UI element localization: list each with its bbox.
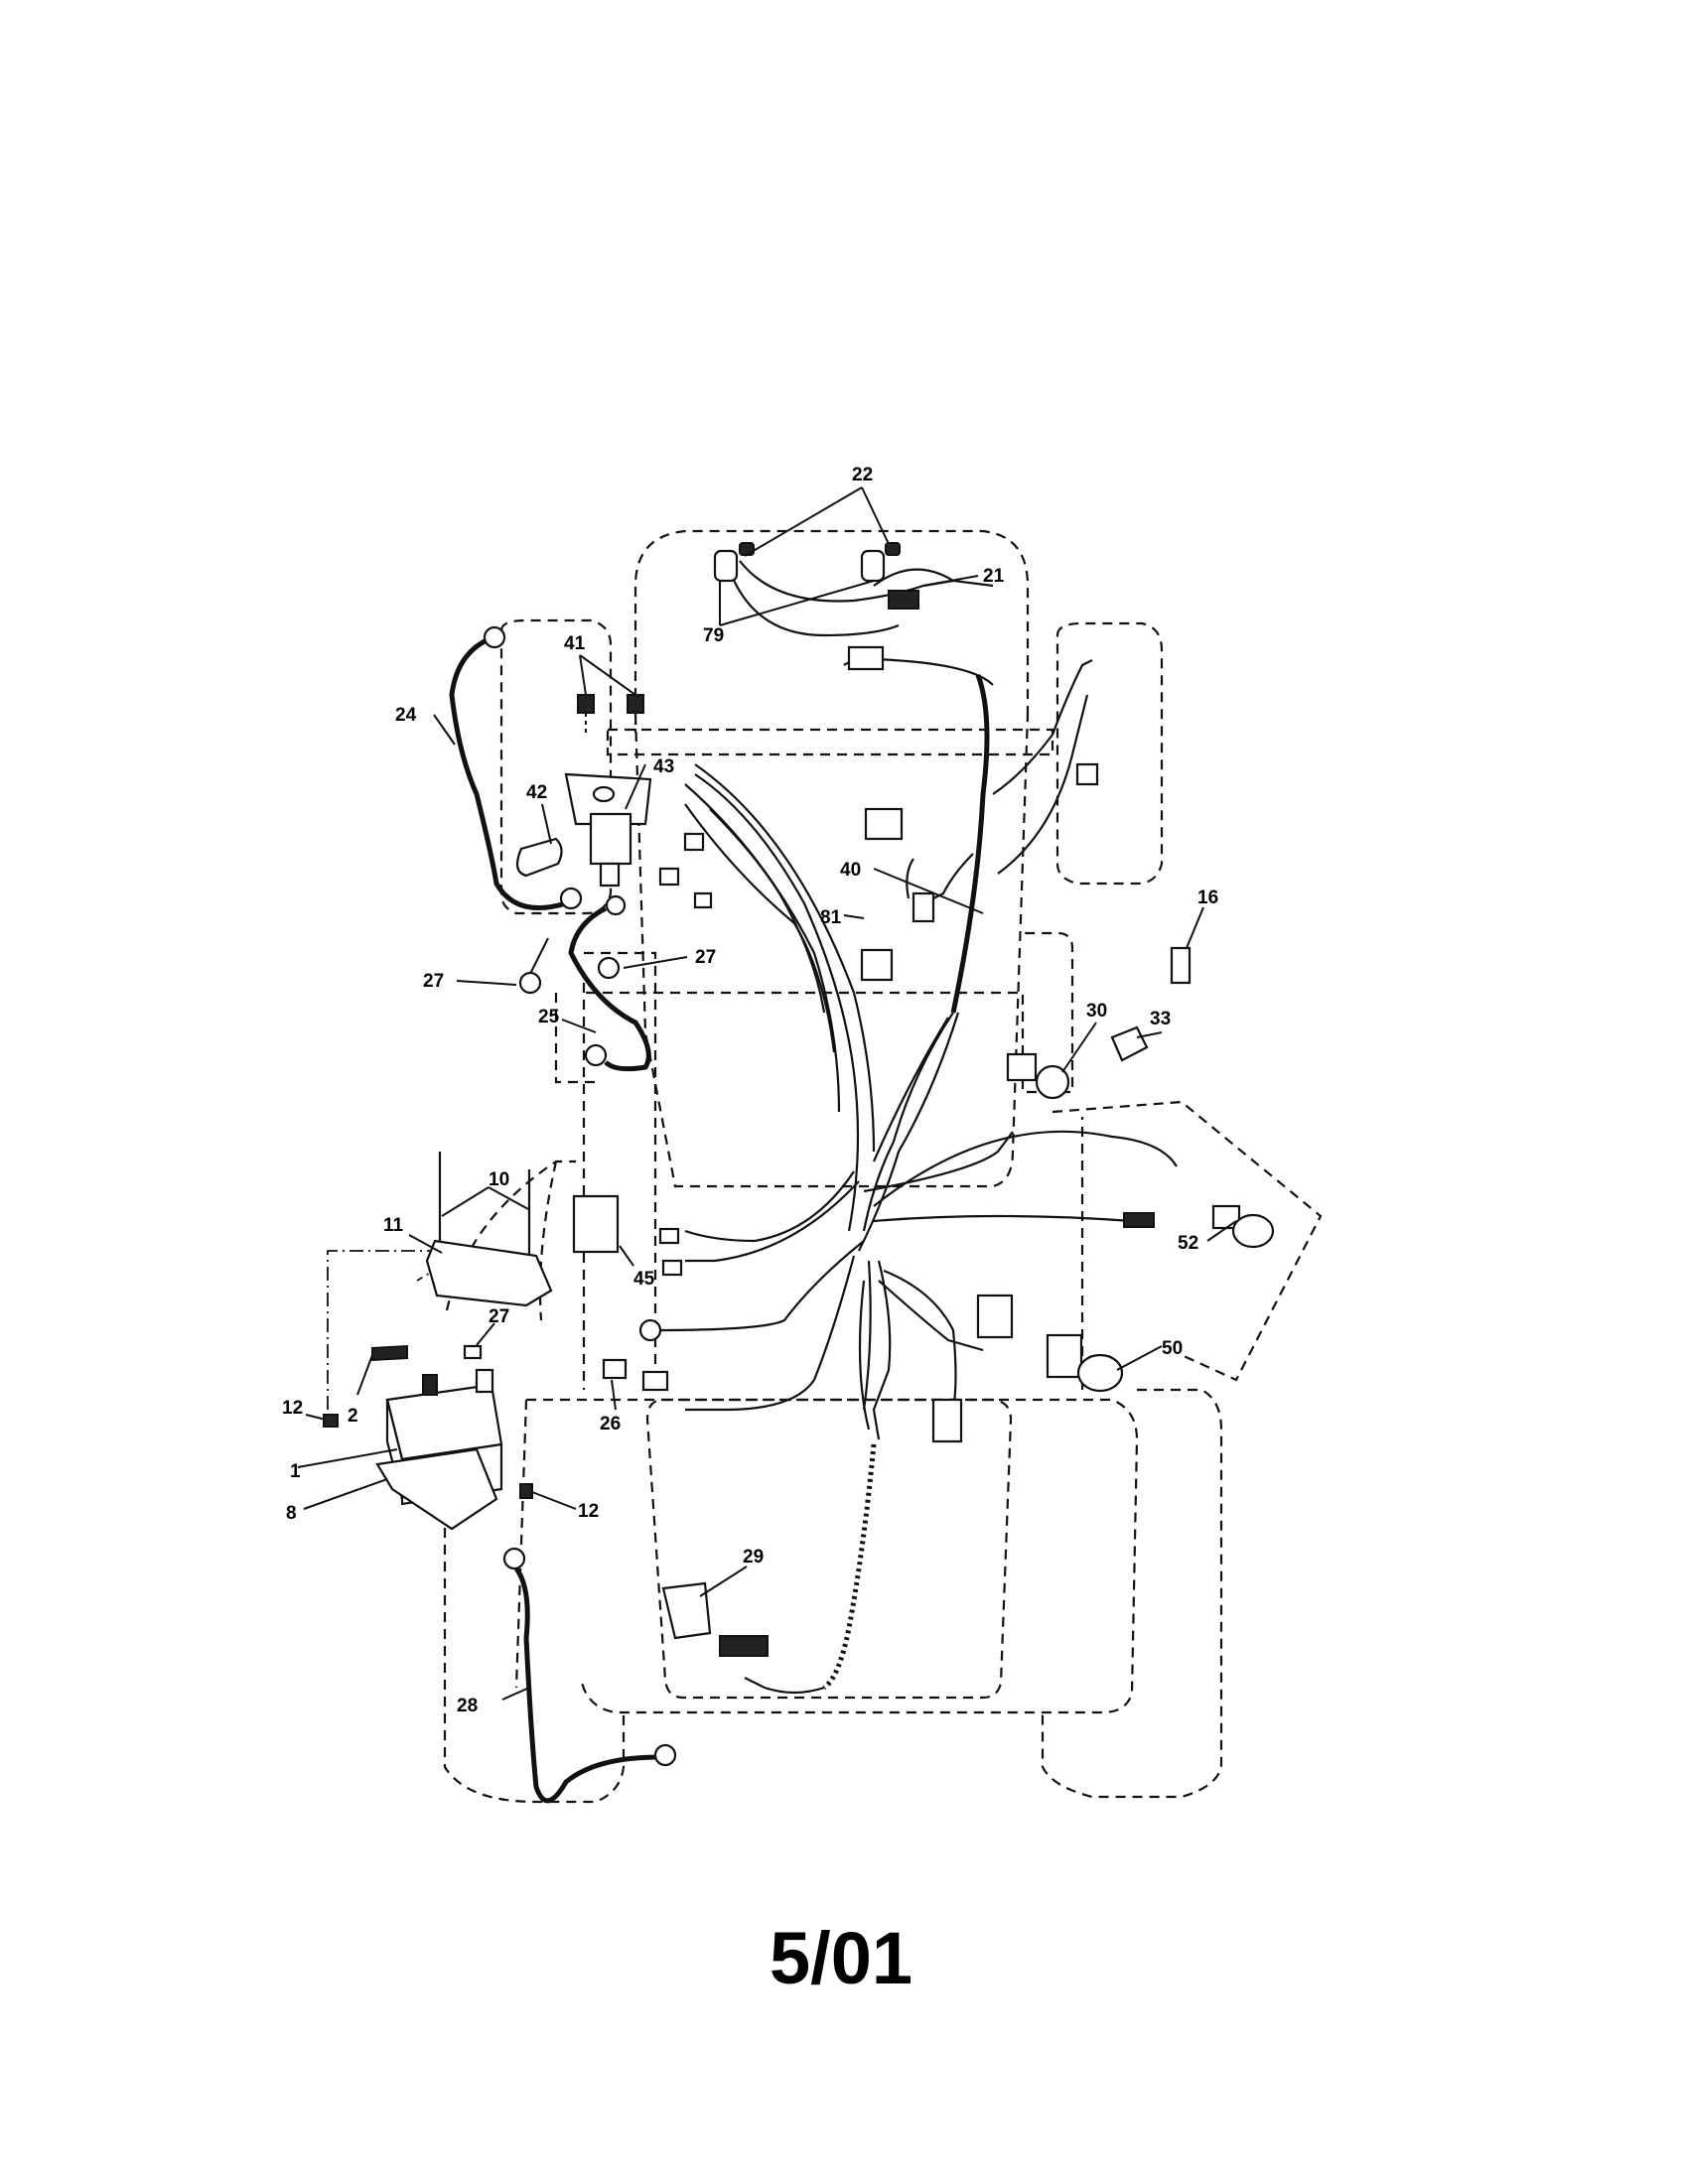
tractor-frame-outline <box>443 529 1323 1804</box>
callout-27c: 27 <box>489 1306 509 1327</box>
bulb-left <box>739 542 755 556</box>
callout-1: 1 <box>290 1461 301 1482</box>
callout-40: 40 <box>840 860 861 881</box>
solenoid-screw-left <box>577 694 595 714</box>
seat-switch-connector <box>719 1635 769 1657</box>
headlight-socket-left <box>713 549 739 583</box>
nut-27-right <box>597 956 621 980</box>
clip-12-right <box>519 1483 533 1499</box>
switch-33 <box>1110 1025 1149 1062</box>
connector-plug <box>931 1398 963 1443</box>
callout-22: 22 <box>852 465 873 485</box>
terminal-boot <box>515 837 563 878</box>
module-45 <box>572 1194 620 1254</box>
connector-6pin <box>976 1294 1014 1339</box>
date-code: 5/01 <box>770 1917 912 1999</box>
battery-assembly <box>323 1152 553 1531</box>
solenoid-stud <box>599 862 621 887</box>
seat-switch-29 <box>661 1581 712 1640</box>
callout-26: 26 <box>600 1414 621 1434</box>
harness-terminal-b <box>658 867 680 887</box>
callout-labels: 22 21 79 41 24 43 42 40 81 16 27 27 33 3… <box>282 465 1218 1716</box>
hold-down-bracket <box>425 1239 553 1307</box>
terminal-26a <box>602 1358 628 1380</box>
harness-terminal-c <box>693 891 713 909</box>
battery-terminal-neg <box>475 1368 494 1394</box>
bulb-right <box>885 542 901 556</box>
main-wiring-harness <box>654 658 1178 1695</box>
headlight-connector <box>888 590 919 610</box>
callout-24: 24 <box>395 705 417 726</box>
nut-27-battery <box>463 1344 483 1360</box>
callout-25: 25 <box>538 1007 560 1027</box>
callout-27b: 27 <box>695 947 716 968</box>
terminal-26b <box>641 1370 669 1392</box>
connector-mid <box>860 948 894 982</box>
callout-81: 81 <box>820 907 842 928</box>
solenoid-screw-right <box>627 694 644 714</box>
callout-43: 43 <box>653 756 674 777</box>
plug-52 <box>1231 1213 1275 1249</box>
cable-25 <box>568 894 651 1072</box>
callout-52: 52 <box>1178 1233 1198 1254</box>
switch-50 <box>1046 1333 1083 1379</box>
battery-terminal-pos <box>422 1374 438 1396</box>
harness-plug <box>912 891 935 923</box>
callout-2: 2 <box>348 1406 358 1427</box>
ground-cable-28 <box>502 1547 677 1804</box>
callout-29: 29 <box>743 1547 764 1568</box>
headlight-harness <box>713 542 994 671</box>
components <box>572 762 1275 1657</box>
headlight-plug-right <box>1075 762 1099 786</box>
callout-28: 28 <box>457 1696 478 1716</box>
callout-12a: 12 <box>282 1398 303 1419</box>
callout-16: 16 <box>1197 887 1218 908</box>
cable-24 <box>449 625 583 910</box>
battery-tray <box>375 1447 498 1531</box>
nut-27-left <box>518 971 542 995</box>
harness-terminal-a <box>683 832 705 852</box>
callout-42: 42 <box>526 782 547 803</box>
relay-81 <box>864 807 904 841</box>
harness-connector-top <box>847 645 885 671</box>
leader-lines <box>297 486 1237 1701</box>
clip-12-left <box>323 1414 339 1428</box>
headlight-socket-right <box>860 549 886 583</box>
ignition-connector <box>1006 1052 1038 1082</box>
solenoid-assembly <box>515 694 652 887</box>
ignition-switch-30 <box>1035 1064 1070 1100</box>
switch-50-cap <box>1076 1353 1124 1393</box>
harness-terminal-e <box>661 1259 683 1277</box>
callout-33: 33 <box>1150 1009 1171 1029</box>
harness-terminal-d <box>658 1227 680 1245</box>
callout-27a: 27 <box>423 971 444 992</box>
ring-terminal <box>638 1318 662 1342</box>
callout-50: 50 <box>1162 1338 1183 1359</box>
callout-79: 79 <box>703 625 724 646</box>
callout-10: 10 <box>489 1169 509 1190</box>
connector-pair <box>1123 1212 1155 1228</box>
callout-8: 8 <box>286 1503 297 1524</box>
bolt-2 <box>371 1344 408 1362</box>
callout-21: 21 <box>983 566 1005 587</box>
solenoid-body <box>589 812 632 866</box>
callout-41: 41 <box>564 633 586 654</box>
switch-16 <box>1170 946 1192 985</box>
callout-45: 45 <box>633 1269 655 1290</box>
callout-12b: 12 <box>578 1501 599 1522</box>
callout-11: 11 <box>383 1215 404 1236</box>
callout-30: 30 <box>1086 1001 1107 1022</box>
